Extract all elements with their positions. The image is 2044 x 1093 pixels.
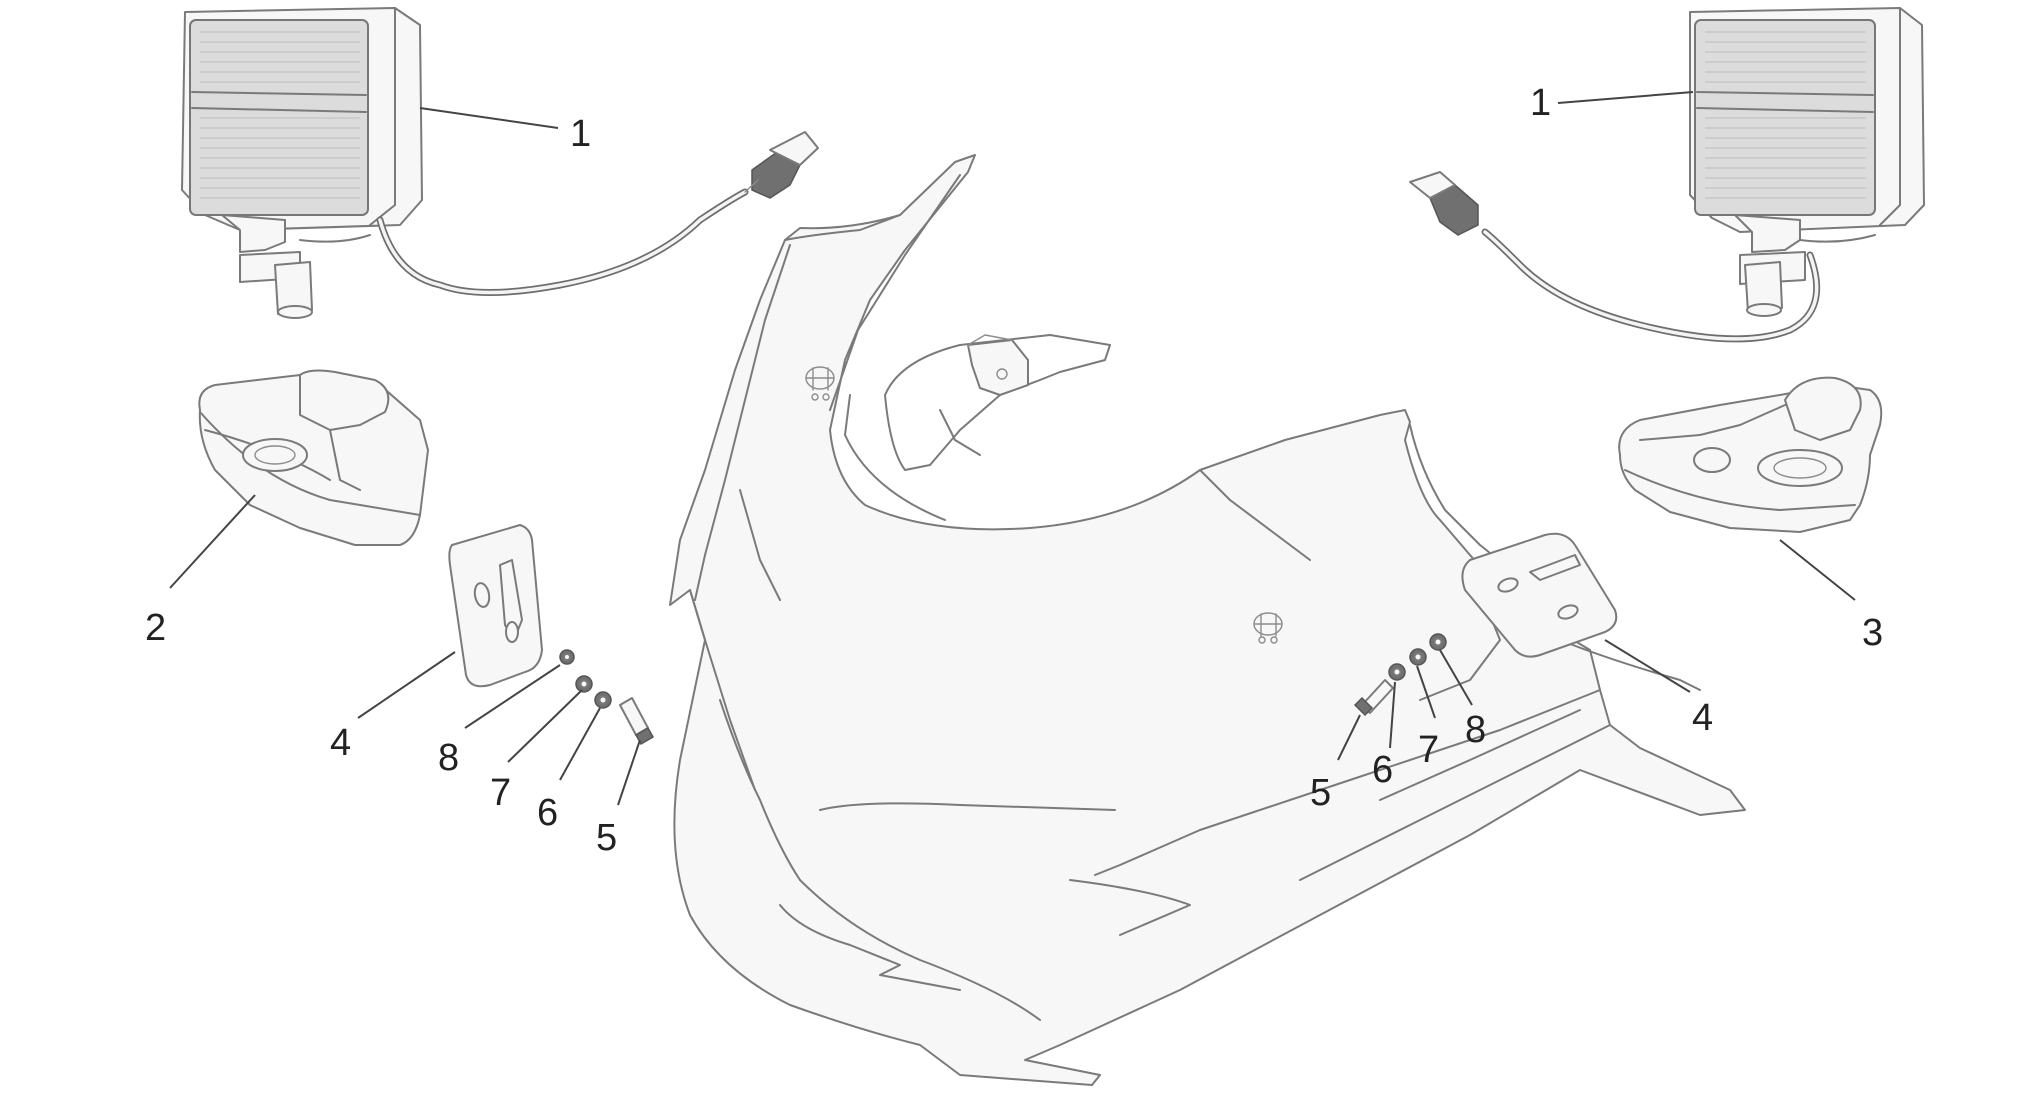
left-connector <box>744 131 819 199</box>
callout-right-plate: 4 <box>1692 697 1713 739</box>
callout-left-nut: 8 <box>438 737 459 779</box>
callout-right-screw: 5 <box>1310 772 1331 814</box>
callout-right-nut: 8 <box>1465 709 1486 751</box>
left-indicator-lamp <box>181 7 819 319</box>
right-screw <box>1353 679 1394 717</box>
left-nut <box>559 649 575 665</box>
callout-right-housing: 3 <box>1862 612 1883 654</box>
callout-left-screw: 5 <box>596 817 617 859</box>
right-washer-a <box>1388 663 1406 681</box>
right-nut <box>1429 633 1447 651</box>
fairing-clip-upper <box>805 366 835 401</box>
right-washer-b <box>1409 648 1427 666</box>
callout-left-housing: 2 <box>145 607 166 649</box>
left-washer-a <box>594 691 612 709</box>
right-connector <box>1409 171 1479 236</box>
right-lamp-housing <box>1618 376 1883 533</box>
callout-left-plate: 4 <box>330 722 351 764</box>
right-mounting-plate <box>1461 532 1618 658</box>
right-indicator-lamp <box>1409 7 1925 343</box>
callout-left-washer-b: 7 <box>490 772 511 814</box>
callout-right-washer-b: 7 <box>1418 729 1439 771</box>
front-fairing <box>669 154 1746 1086</box>
left-washer-b <box>575 675 593 693</box>
callout-left-washer-a: 6 <box>537 792 558 834</box>
callout-left-lamp: 1 <box>570 113 591 155</box>
left-mounting-plate <box>448 524 543 688</box>
callout-right-washer-a: 6 <box>1372 749 1393 791</box>
leader-lines <box>169 91 1856 806</box>
left-screw <box>619 697 655 746</box>
fairing-socket <box>967 334 1029 396</box>
fairing-clip-lower <box>1253 612 1283 644</box>
left-lamp-housing <box>198 369 429 546</box>
callout-right-lamp: 1 <box>1530 82 1551 124</box>
